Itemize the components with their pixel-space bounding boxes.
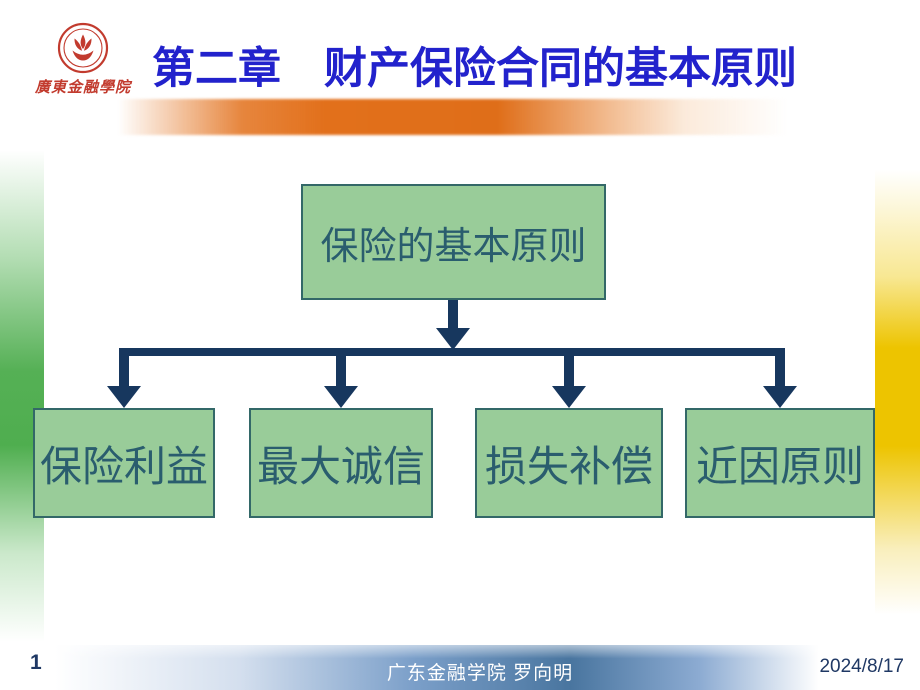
university-logo: 廣東金融學院 <box>28 22 138 97</box>
diagram-child-node: 近因原则 <box>685 408 875 518</box>
title-divider-bar <box>118 99 808 135</box>
root-down-arrow <box>436 298 470 350</box>
branch-arrow-3 <box>552 352 586 408</box>
horizontal-connector-line <box>119 348 785 356</box>
right-yellow-gradient-band <box>875 170 920 615</box>
left-green-gradient-band <box>0 150 44 642</box>
footer-author-text: 广东金融学院 罗向明 <box>386 663 574 684</box>
footer-bar <box>0 645 920 690</box>
branch-arrow-1 <box>107 352 141 408</box>
page-number: 1 <box>30 651 42 674</box>
branch-arrow-2 <box>324 352 358 408</box>
university-logo-caption: 廣東金融學院 <box>34 80 131 96</box>
diagram-child-node: 最大诚信 <box>249 408 433 518</box>
diagram-child-node: 保险利益 <box>33 408 215 518</box>
branch-arrow-4 <box>763 352 797 408</box>
diagram-child-node: 损失补偿 <box>475 408 663 518</box>
university-emblem-icon <box>28 22 138 74</box>
slide-title: 第二章 财产保险合同的基本原则 <box>152 46 797 93</box>
footer-date: 2024/8/17 <box>819 656 904 677</box>
diagram-root-node: 保险的基本原则 <box>301 184 606 300</box>
